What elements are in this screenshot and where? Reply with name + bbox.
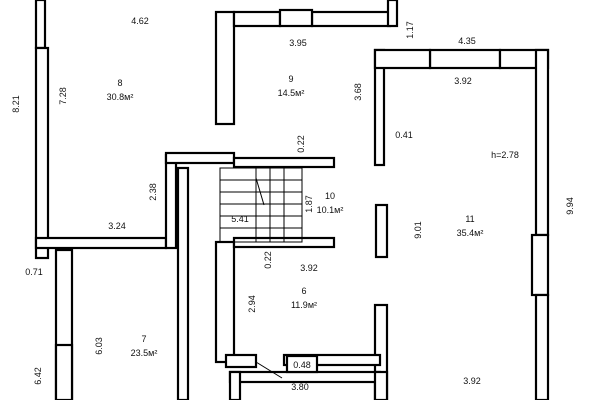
room-6-number: 6	[301, 286, 306, 296]
stairs	[219, 167, 303, 379]
room-8-area: 30.8м²	[107, 92, 134, 102]
dim-0.71: 0.71	[25, 267, 43, 277]
stair-outline	[219, 167, 303, 243]
dim-5.41: 5.41	[231, 214, 249, 224]
dim-0.48: 0.48	[293, 360, 311, 370]
wall-9-top-right	[310, 10, 392, 28]
wall-048-box	[285, 354, 319, 374]
wall-6-bottom	[282, 353, 382, 367]
dim-6.03: 6.03	[94, 337, 104, 355]
room-10-area: 10.1м²	[317, 205, 344, 215]
wall-left-upper	[34, 0, 47, 50]
dim-7.28: 7.28	[58, 87, 68, 105]
dim-1.87: 1.87	[304, 195, 314, 213]
wall-7-6	[176, 166, 190, 400]
wall-6-left-lower	[224, 353, 258, 369]
room-11-number: 11	[465, 214, 474, 224]
dim-3.95: 3.95	[289, 38, 307, 48]
wall-11-right	[534, 48, 550, 237]
room-11-area: 35.4м²	[457, 228, 484, 238]
wall-top-right-window	[428, 48, 502, 70]
room-8-number: 8	[117, 78, 122, 88]
room-labels: 8 30.8м² 9 14.5м² 10 10.1м² 11 35.4м² 6 …	[107, 74, 519, 358]
partition-11	[374, 203, 389, 259]
wall-stair-top	[164, 151, 236, 165]
dim-6.42: 6.42	[33, 367, 43, 385]
stair-arrow	[255, 177, 265, 206]
dim-0.22-top: 0.22	[296, 135, 306, 153]
room-6-area: 11.9м²	[291, 300, 317, 310]
wall-bottom-room	[228, 370, 382, 384]
dim-0.22-mid: 0.22	[263, 251, 273, 269]
wall-9-right-top	[386, 0, 399, 28]
dim-2.38: 2.38	[148, 183, 158, 201]
door-swing-6	[255, 361, 283, 379]
dimension-labels: 4.62 8.21 7.28 3.95 1.17 4.35 3.92 3.68 …	[11, 16, 575, 392]
dim-8.21: 8.21	[11, 95, 21, 113]
dim-1.17: 1.17	[405, 21, 415, 39]
wall-6-left	[214, 240, 236, 364]
wall-stair-top-right	[232, 156, 336, 169]
dim-0.41: 0.41	[395, 130, 413, 140]
dim-3.92-top: 3.92	[454, 76, 472, 86]
room-7-area: 23.5м²	[131, 348, 158, 358]
wall-11-right-window	[530, 233, 550, 297]
dim-4.62: 4.62	[131, 16, 149, 26]
dim-3.24: 3.24	[108, 221, 126, 231]
room-10-number: 10	[325, 191, 335, 201]
wall-9-top	[232, 10, 282, 28]
dim-3.92-mid: 3.92	[300, 263, 318, 273]
dim-3.92-bottom: 3.92	[463, 376, 481, 386]
wall-8-stairs	[164, 153, 178, 250]
room-9-area: 14.5м²	[278, 88, 305, 98]
room-7-number: 7	[141, 334, 146, 344]
dim-9.94: 9.94	[565, 197, 575, 215]
dim-2.94: 2.94	[247, 295, 257, 313]
wall-9-left	[214, 10, 236, 126]
dim-9.01: 9.01	[413, 221, 423, 239]
height-note: h=2.78	[491, 150, 519, 160]
wall-left-7-outer	[54, 343, 74, 400]
dim-3.68: 3.68	[353, 83, 363, 101]
wall-bottom-room-right	[373, 370, 389, 400]
wall-bottom-8	[34, 236, 168, 250]
dim-3.80: 3.80	[291, 382, 309, 392]
wall-11-top-left	[373, 48, 432, 70]
room-9-number: 9	[288, 74, 293, 84]
dim-4.35: 4.35	[458, 36, 476, 46]
wall-11-right-lower	[534, 293, 550, 400]
wall-bottom-room-left	[228, 370, 242, 400]
wall-left-8	[34, 46, 50, 260]
walls	[34, 0, 550, 400]
wall-9-window-left	[278, 8, 314, 28]
